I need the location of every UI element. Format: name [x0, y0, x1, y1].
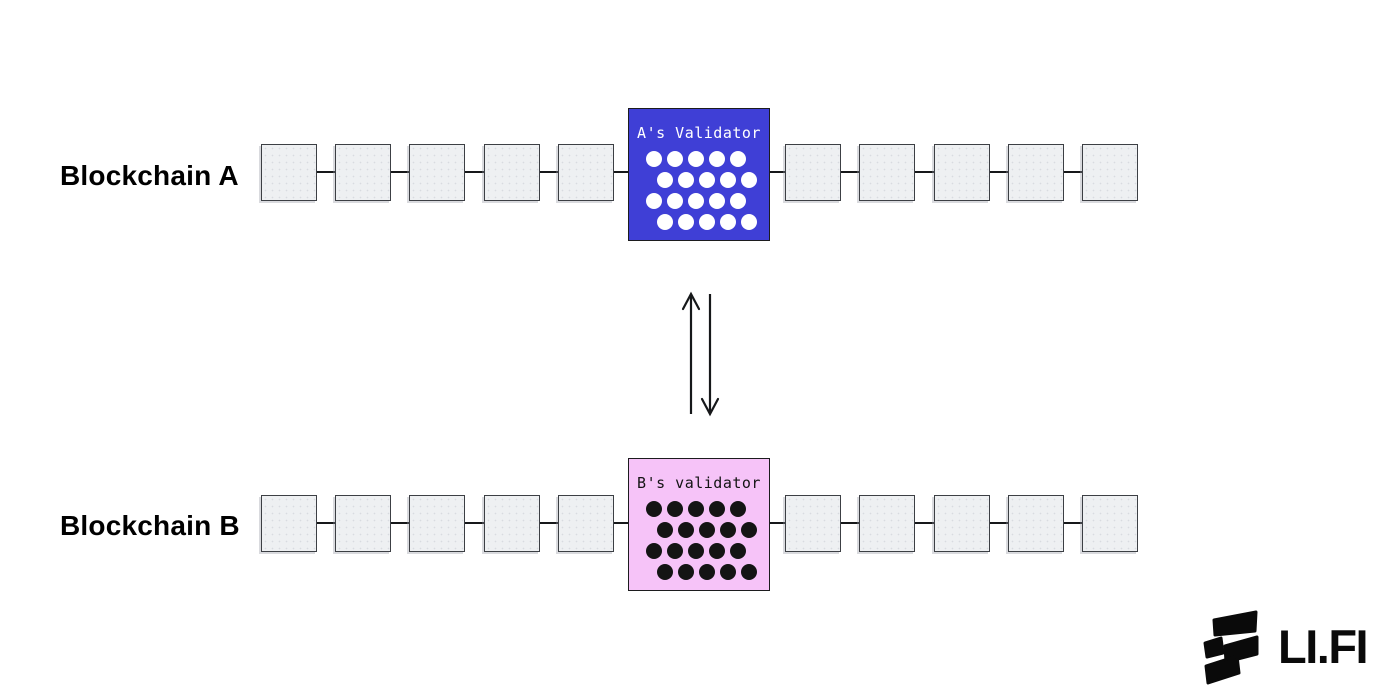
- chain-block: [1008, 144, 1064, 201]
- chain-block: [1082, 144, 1138, 201]
- validator-dot: [709, 151, 725, 167]
- chain-block: [859, 144, 915, 201]
- blockchain-a-label: Blockchain A: [60, 160, 239, 191]
- validator-a-label: A's Validator: [637, 124, 761, 142]
- validator-dot: [657, 214, 673, 230]
- chain-block: [409, 144, 465, 201]
- validator-b-label: B's validator: [637, 474, 761, 492]
- validator-dot: [678, 564, 694, 580]
- lifi-wordmark: LI.FI: [1278, 620, 1369, 673]
- chain-block: [261, 495, 317, 552]
- validator-dot: [741, 522, 757, 538]
- validator-dot: [709, 193, 725, 209]
- chain-block: [335, 144, 391, 201]
- validator-dot: [709, 501, 725, 517]
- validator-dot: [720, 522, 736, 538]
- validator-dot: [688, 193, 704, 209]
- validator-dot: [741, 214, 757, 230]
- validator-dot: [699, 172, 715, 188]
- validator-dot: [657, 522, 673, 538]
- validator-dot-row: [629, 214, 769, 230]
- validator-dot: [699, 564, 715, 580]
- validator-dot-row: [629, 172, 769, 188]
- chain-block: [1008, 495, 1064, 552]
- validator-b-dot-grid: [629, 501, 769, 580]
- validator-a-box: A's Validator: [628, 108, 770, 241]
- validator-dot: [646, 193, 662, 209]
- validator-dot: [667, 501, 683, 517]
- validator-dot: [720, 172, 736, 188]
- validator-dot: [730, 151, 746, 167]
- chain-block: [335, 495, 391, 552]
- validator-dot: [720, 564, 736, 580]
- validator-dot: [667, 543, 683, 559]
- validator-dot-row: [629, 543, 769, 559]
- validator-dot: [730, 543, 746, 559]
- validator-dot: [730, 501, 746, 517]
- validator-dot: [688, 501, 704, 517]
- validator-b-box: B's validator: [628, 458, 770, 591]
- chain-block: [558, 144, 614, 201]
- validator-dot: [720, 214, 736, 230]
- chain-block: [558, 495, 614, 552]
- validator-dot: [667, 193, 683, 209]
- validator-dot: [741, 172, 757, 188]
- validator-dot: [657, 172, 673, 188]
- validator-dot-row: [629, 193, 769, 209]
- validator-dot: [688, 151, 704, 167]
- validator-dot: [646, 151, 662, 167]
- validator-dot-row: [629, 501, 769, 517]
- validator-dot: [646, 543, 662, 559]
- chain-block: [785, 495, 841, 552]
- validator-dot: [709, 543, 725, 559]
- validator-dot-row: [629, 564, 769, 580]
- validator-dot-row: [629, 151, 769, 167]
- validator-dot: [678, 522, 694, 538]
- validator-dot: [699, 522, 715, 538]
- validator-dot: [688, 543, 704, 559]
- validator-dot: [678, 172, 694, 188]
- validator-dot: [730, 193, 746, 209]
- chain-block: [409, 495, 465, 552]
- chain-block: [484, 495, 540, 552]
- validator-dot-row: [629, 522, 769, 538]
- validator-dot: [678, 214, 694, 230]
- validator-dot: [657, 564, 673, 580]
- chain-block: [934, 495, 990, 552]
- validator-dot: [741, 564, 757, 580]
- chain-block: [859, 495, 915, 552]
- blockchain-b-label: Blockchain B: [60, 510, 240, 541]
- lifi-logo: LI.FI: [1197, 607, 1369, 687]
- chain-block: [785, 144, 841, 201]
- lifi-mark-icon: [1203, 610, 1259, 685]
- validator-dot: [667, 151, 683, 167]
- arrow-up-icon: [681, 291, 701, 414]
- validator-a-dot-grid: [629, 151, 769, 230]
- chain-block: [1082, 495, 1138, 552]
- chain-block: [934, 144, 990, 201]
- validator-dot: [699, 214, 715, 230]
- arrow-down-icon: [700, 294, 720, 417]
- chain-block: [484, 144, 540, 201]
- chain-block: [261, 144, 317, 201]
- validator-exchange-arrows: [650, 284, 730, 429]
- validator-dot: [646, 501, 662, 517]
